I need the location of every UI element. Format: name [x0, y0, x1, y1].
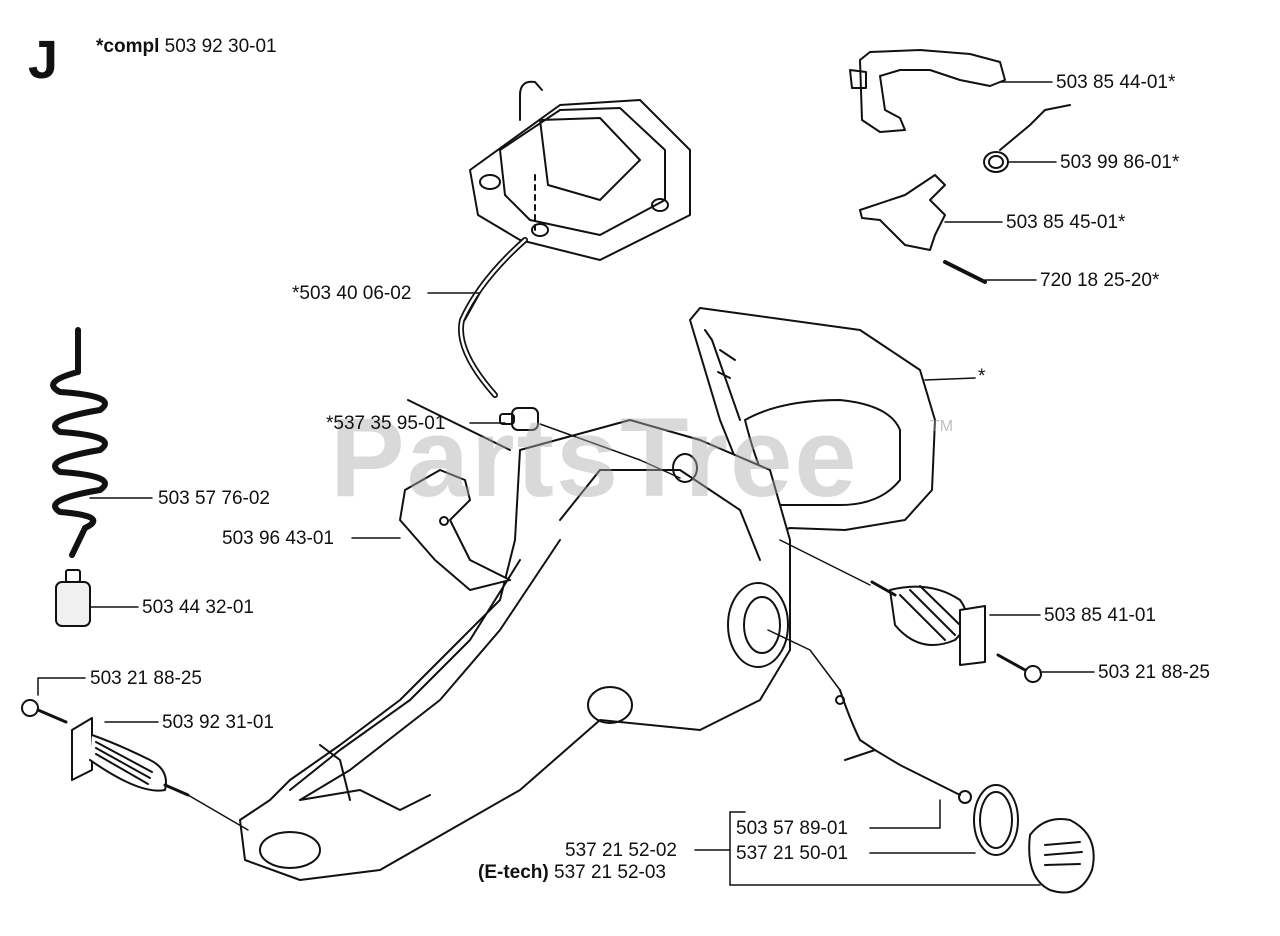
label-bracket: 503 96 43-01 — [222, 528, 334, 549]
fuel-filter-insert-part — [499, 407, 539, 431]
leader-lines — [37, 81, 1095, 886]
tank-body-part — [239, 419, 791, 881]
label-av-spring-left: 503 92 31-01 — [162, 712, 274, 733]
bracket-part — [399, 399, 511, 591]
hose-coil-part — [50, 327, 108, 558]
label-screw-left: 503 21 88-25 — [90, 668, 202, 689]
label-av-spring-right: 503 85 41-01 — [1044, 605, 1156, 626]
label-spring: 503 99 86-01* — [1060, 152, 1180, 173]
pin-part — [943, 260, 987, 284]
av-spring-right-part — [870, 580, 1042, 683]
label-throttle-lockout: 503 85 45-01* — [1006, 212, 1126, 233]
cap-strap-part — [835, 689, 972, 804]
label-fuel-cap: 537 21 50-01 — [736, 843, 848, 864]
throttle-trigger-part — [849, 49, 1006, 133]
label-fuel-filter-insert: *537 35 95-01 — [326, 413, 446, 434]
compl-number: 503 92 30-01 — [164, 36, 277, 57]
etech-number: 537 21 52-03 — [554, 862, 667, 883]
fuel-hose-part — [458, 237, 528, 398]
label-fuel-hose: *503 40 06-02 — [292, 283, 412, 304]
label-fuel-cap-group: 537 21 52-02 — [565, 840, 677, 861]
label-pin: 720 18 25-20* — [1040, 270, 1160, 291]
section-letter: J — [28, 30, 59, 90]
throttle-lockout-part — [859, 174, 946, 251]
etech-prefix: (E-tech) — [478, 862, 549, 883]
label-fuel-filter: 503 44 32-01 — [142, 597, 254, 618]
compl-prefix: *compl — [96, 36, 160, 57]
label-handle-star: * — [978, 366, 986, 387]
tank-cover-part — [469, 80, 691, 261]
watermark: PartsTree — [330, 395, 859, 520]
fuel-filter-part — [55, 569, 91, 627]
av-spring-left-part — [21, 699, 190, 797]
label-screw-right: 503 21 88-25 — [1098, 662, 1210, 683]
label-cap-strap: 503 57 89-01 — [736, 818, 848, 839]
label-hose-coil: 503 57 76-02 — [158, 488, 270, 509]
label-throttle-trigger: 503 85 44-01* — [1056, 72, 1176, 93]
fuel-cap-part — [973, 784, 1095, 894]
label-fuel-cap-etech: (E-tech) 537 21 52-03 — [478, 862, 666, 884]
watermark-tm: TM — [930, 418, 954, 435]
compl-assembly-label: *compl 503 92 30-01 — [96, 36, 277, 58]
